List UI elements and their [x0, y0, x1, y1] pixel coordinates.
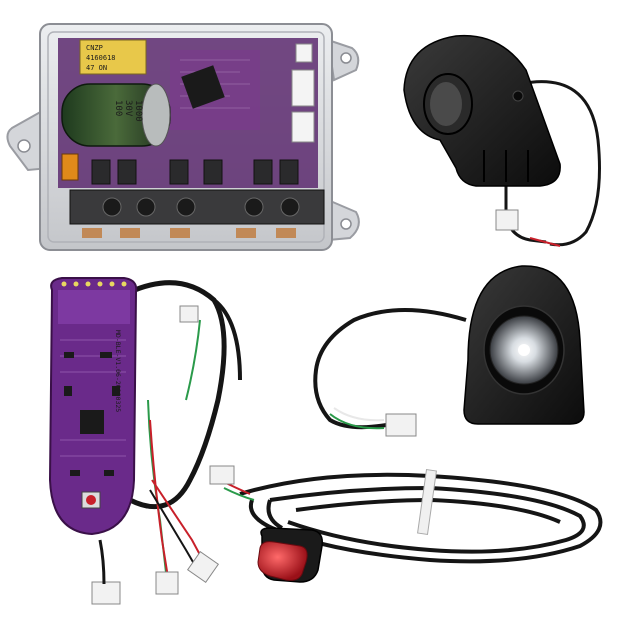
capacitor-marking: 4160618	[86, 54, 116, 62]
taillight-lens	[257, 541, 308, 581]
controller-heatsink-bar	[69, 189, 325, 225]
controller-capacitor: 1000 30V 100	[61, 83, 171, 147]
controller-unit: 1000 30V 100 CNZP 4160618 47 ON	[6, 23, 360, 251]
dashboard-connector	[186, 550, 220, 584]
headlight-connector	[385, 413, 417, 437]
controller-small-capacitor: CNZP 4160618 47 ON	[79, 39, 147, 75]
controller-chip	[181, 65, 225, 109]
dashboard-connector	[179, 305, 199, 323]
controller-connector	[291, 69, 315, 107]
dashboard-connector	[91, 581, 121, 605]
dashboard-board-unit: MD-BLE-V1.06-20180325	[48, 277, 242, 605]
capacitor-marking: 47 ON	[86, 64, 107, 72]
capacitor-side-marking: 30V	[123, 100, 133, 117]
throttle-cable	[519, 80, 601, 247]
capacitor-side-marking: 1000	[133, 100, 143, 122]
dashboard-cable-loop	[128, 280, 227, 510]
headlight-unit	[313, 265, 585, 437]
throttle-unit	[403, 34, 601, 247]
controller-connector	[291, 111, 315, 143]
controller-connector	[295, 43, 313, 63]
dashboard-chip	[80, 410, 104, 434]
dashboard-silkscreen: MD-BLE-V1.06-20180325	[114, 330, 122, 412]
controller-fuse	[61, 153, 79, 181]
cable-tie	[417, 469, 437, 535]
controller-mosfet-row	[91, 159, 299, 185]
throttle-body	[403, 34, 561, 187]
capacitor-marking: CNZP	[86, 44, 103, 52]
taillight-connector	[209, 465, 235, 485]
headlight-cable	[313, 308, 467, 430]
dashboard-connector	[155, 571, 179, 595]
capacitor-side-marking: 100	[113, 100, 123, 116]
taillight-unit	[209, 465, 603, 583]
throttle-connector	[495, 209, 519, 231]
